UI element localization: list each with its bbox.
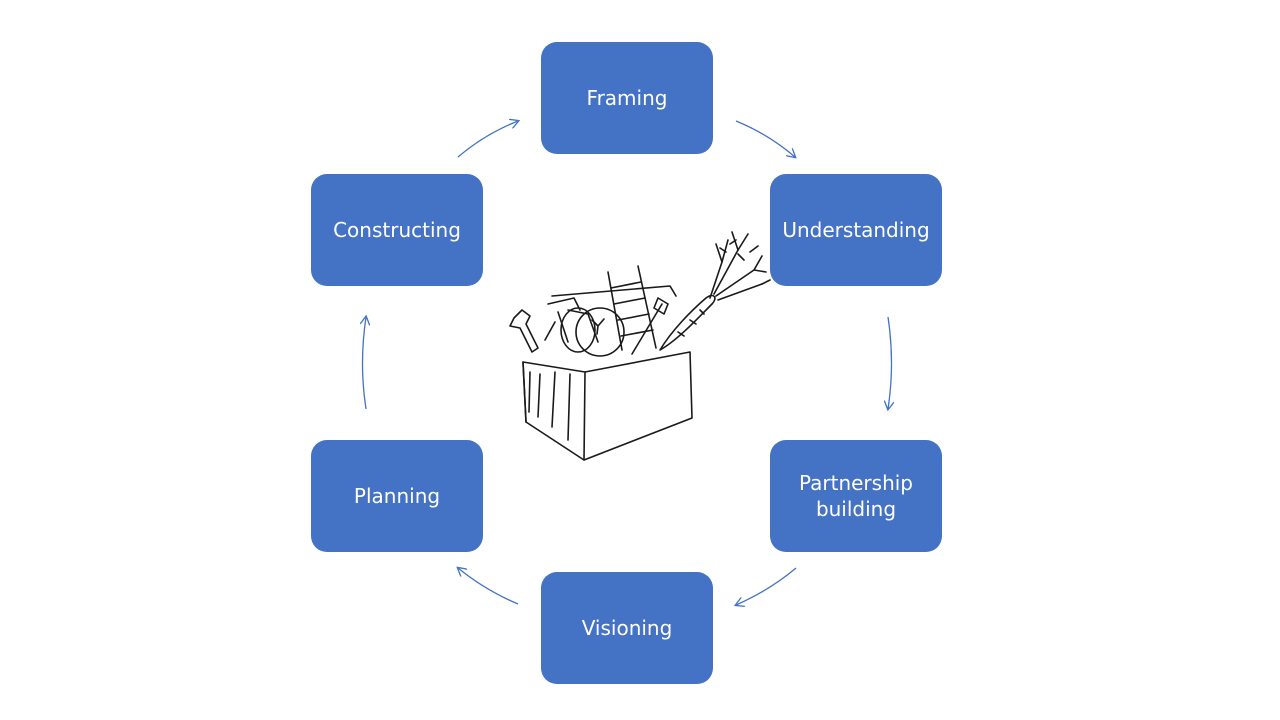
arrow-visioning-to-planning [458, 568, 519, 605]
node-framing: Framing [541, 42, 713, 154]
node-understanding: Understanding [770, 174, 942, 286]
arrow-planning-to-constructing [363, 317, 367, 410]
node-constructing: Constructing [311, 174, 483, 286]
node-visioning: Visioning [541, 572, 713, 684]
toolbox-with-vegetables-icon [509, 231, 771, 461]
node-planning: Planning [311, 440, 483, 552]
arrow-partnership-to-visioning [736, 567, 797, 605]
arrow-framing-to-understanding [735, 120, 795, 157]
node-partnership-building: Partnership building [770, 440, 942, 552]
arrow-constructing-to-framing [457, 121, 518, 158]
arrow-understanding-to-partnership [888, 316, 892, 409]
